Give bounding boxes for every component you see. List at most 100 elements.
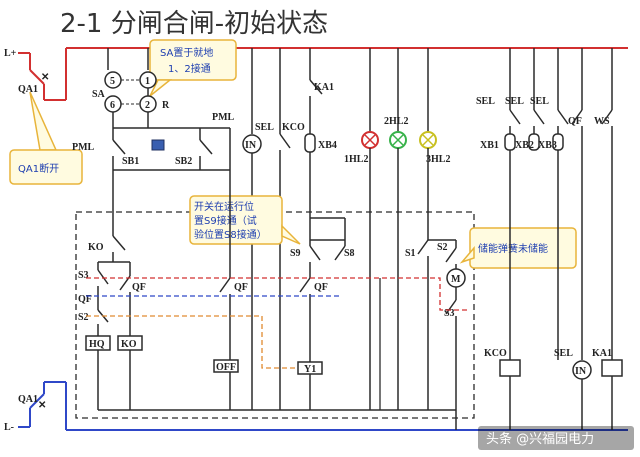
lamp-2hl2-label: 2HL2: [384, 116, 408, 127]
sel-right-label: SEL: [554, 348, 573, 359]
s3r-label: S3: [444, 308, 455, 319]
qf-left2-label: QF: [132, 282, 146, 293]
s2r-label: S2: [437, 242, 448, 253]
pml-right-label: PML: [212, 112, 235, 123]
sb2-label: SB2: [175, 156, 192, 167]
spring-callout-text: 储能弹簧未储能: [478, 242, 548, 255]
sb1-label: SB1: [122, 156, 139, 167]
sa-contact-5-label: 5: [110, 76, 115, 87]
sa-callout-line1: SA置于就地: [160, 46, 213, 59]
lamp-3hl2-label: 3HL2: [426, 154, 450, 165]
lamp-1hl2-label: 1HL2: [344, 154, 368, 165]
spring-callout: [469, 227, 577, 269]
ka1-label: KA1: [314, 82, 334, 93]
page-title: 2-1 分闸合闸-初始状态: [60, 9, 328, 39]
qf-top-label: QF: [568, 116, 582, 127]
qf-mid-label: QF: [234, 282, 248, 293]
sa-callout: [149, 39, 237, 81]
s2-label: S2: [78, 312, 89, 323]
lamp2-x2: [392, 134, 404, 146]
xb4-label: XB4: [318, 140, 337, 151]
qa1-callout: [9, 149, 83, 185]
xb1-link: [504, 133, 516, 151]
motor-label: M: [451, 274, 461, 285]
s3-label: S3: [78, 270, 89, 281]
qa1-callout-text: QA1断开: [18, 162, 59, 175]
sa-contact-1-label: 1: [145, 76, 150, 87]
kco-right-coil: [499, 359, 521, 377]
sa-callout-pointer: [149, 79, 173, 97]
s9-callout-line1: 开关在运行位: [194, 200, 254, 213]
xb3-label: XB3: [538, 140, 557, 151]
sel-label: SEL: [255, 122, 274, 133]
s1-label: S1: [405, 248, 416, 259]
lamp1-x2: [364, 134, 376, 146]
watermark: 头条 @兴福园电力: [486, 431, 594, 447]
red-interlock-line: [86, 277, 470, 311]
sa-label: SA: [92, 89, 106, 100]
qa1-bottom-blade: [29, 393, 45, 409]
watermark-bg: [478, 426, 634, 450]
sel-top3-label: SEL: [530, 96, 549, 107]
kco-blade: [279, 133, 291, 149]
in-label: IN: [245, 140, 257, 151]
sb1-blade: [112, 139, 126, 155]
indicator-square: [151, 139, 165, 151]
xb1-label: XB1: [480, 140, 499, 151]
ws-blade: [601, 109, 613, 125]
pml-left-label: PML: [72, 142, 95, 153]
xb2-link: [528, 133, 540, 151]
qf-left-label: QF: [78, 294, 92, 305]
sa-contact-2-label: 2: [145, 100, 150, 111]
s9-label: S9: [290, 248, 301, 259]
kco-label: KCO: [282, 122, 305, 133]
breaker-mechanism-box: [75, 211, 475, 419]
ko-blade: [112, 235, 126, 251]
orange-interlock-line: [86, 315, 298, 369]
qa1-bottom-mark: ✕: [38, 400, 46, 411]
ws-label: WS: [594, 116, 610, 127]
qf-mid-blade: [219, 277, 231, 293]
qa1-top-mark: ✕: [41, 72, 49, 83]
ka1-right-coil: [601, 359, 623, 377]
sa-contact-6-label: 6: [110, 100, 115, 111]
s9-callout-pointer: [281, 224, 301, 245]
s2r-blade: [445, 247, 457, 263]
sb2-blade: [199, 139, 213, 155]
spring-callout-pointer: [459, 245, 475, 264]
qa1-top-blade: [29, 69, 45, 85]
off-coil: [213, 359, 239, 373]
qf-right-label: QF: [314, 282, 328, 293]
ko-label: KO: [88, 242, 104, 253]
off-label: OFF: [216, 362, 236, 373]
sel-top1-label: SEL: [476, 96, 495, 107]
sel3-blade: [557, 109, 569, 125]
lamp3-x2: [422, 134, 434, 146]
xb4-link: [304, 133, 316, 153]
ko-coil-label: KO: [121, 339, 137, 350]
s1-blade: [417, 239, 429, 255]
sa-r-label: R: [162, 100, 170, 111]
s3-contact: [97, 269, 109, 285]
in-right-label: IN: [575, 366, 587, 377]
kco-right-label: KCO: [484, 348, 507, 359]
s9-callout-line2: 置S9接通（试: [194, 214, 257, 227]
hq-label: HQ: [89, 339, 105, 350]
sel1-blade: [509, 109, 521, 125]
sa-callout-line2: 1、2接通: [168, 62, 211, 75]
ka1-right-label: KA1: [592, 348, 612, 359]
xb2-label: XB2: [515, 140, 534, 151]
qa1-bottom-label: QA1: [18, 394, 38, 405]
y1-label: Y1: [304, 364, 316, 375]
sel-top2-label: SEL: [505, 96, 524, 107]
s8-label: S8: [344, 248, 355, 259]
s9-blade: [309, 245, 321, 261]
rail-bottom-label: L-: [4, 422, 14, 433]
qf-right-blade: [299, 277, 311, 293]
s9-callout: [189, 195, 283, 245]
sel2-blade: [533, 109, 545, 125]
s8-blade: [334, 245, 346, 261]
rail-top-label: L+: [4, 48, 17, 59]
ka1-blade: [309, 79, 323, 95]
